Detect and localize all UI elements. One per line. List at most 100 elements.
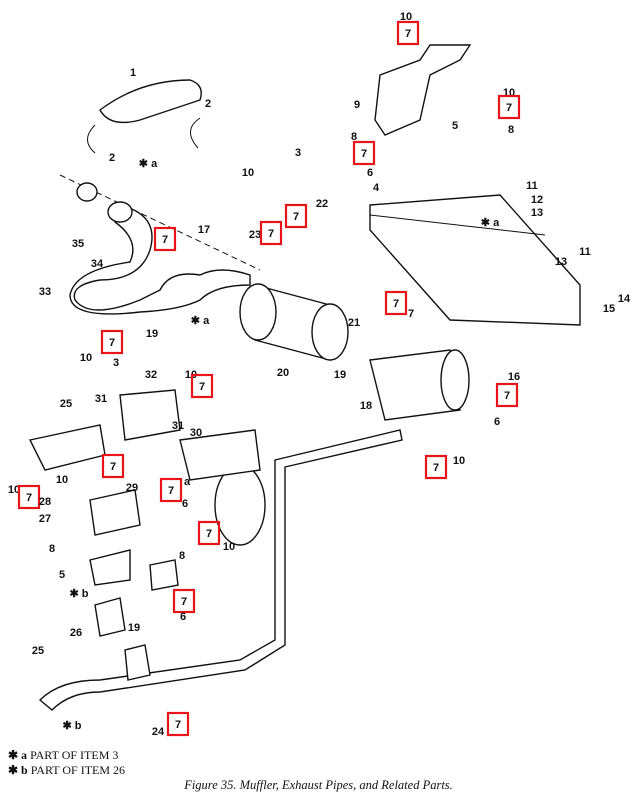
callout-number: 7 <box>199 381 205 393</box>
callout-number: ✱ a <box>191 315 210 327</box>
callout-number: ✱ a <box>481 217 500 229</box>
callout: 20 <box>277 367 289 379</box>
callout: 19 <box>146 328 158 340</box>
callout-number: 7 <box>293 211 299 223</box>
callout-number: 18 <box>360 400 372 412</box>
callout: 2 <box>109 152 115 164</box>
callout-number: 10 <box>56 474 68 486</box>
callout-number: 7 <box>206 528 212 540</box>
callout-number: 34 <box>91 258 104 270</box>
figure-caption: Figure 35. Muffler, Exhaust Pipes, and R… <box>184 778 453 792</box>
highlight-box <box>396 20 420 46</box>
highlighted-callout: 7 <box>424 454 448 480</box>
callout: 10 <box>453 455 465 467</box>
highlighted-callout: 7 <box>384 290 408 316</box>
callout: 10 <box>400 11 412 23</box>
callout-number: 8 <box>351 131 357 143</box>
highlight-box <box>284 203 308 229</box>
callout-number: 10 <box>453 455 465 467</box>
callout-number: 7 <box>110 461 116 473</box>
callout-number: 7 <box>268 228 274 240</box>
callout-number: 26 <box>70 627 82 639</box>
highlight-box <box>100 329 124 355</box>
callout-number: 7 <box>168 485 174 497</box>
callout: 29 <box>126 482 138 494</box>
callout: 17 <box>198 224 210 236</box>
callout: 18 <box>360 400 372 412</box>
callout-number: a <box>184 476 191 488</box>
callout-number: 19 <box>146 328 158 340</box>
callout-number: ✱ b <box>70 588 89 600</box>
callout-number: 33 <box>39 286 51 298</box>
callout-number: 7 <box>26 492 32 504</box>
callout-number: 25 <box>32 645 44 657</box>
callout: 35 <box>72 238 84 250</box>
callout: 2 <box>205 98 211 110</box>
callout: 14 <box>618 293 631 305</box>
callout: a <box>184 476 191 488</box>
highlight-box <box>101 453 125 479</box>
callout-number: 10 <box>242 167 254 179</box>
callout-number: 11 <box>526 180 538 192</box>
highlighted-callout: 7 <box>101 453 125 479</box>
callout: 21 <box>348 317 360 329</box>
callout: 22 <box>316 198 328 210</box>
highlighted-callout: 7 <box>153 226 177 252</box>
highlighted-callout: 7 <box>352 140 376 166</box>
callout-number: 25 <box>60 398 72 410</box>
callout-number: 19 <box>128 622 140 634</box>
callout: 12 <box>531 194 543 206</box>
callout-number: 7 <box>109 337 115 349</box>
callout: 25 <box>60 398 72 410</box>
callout: 31 <box>172 420 184 432</box>
callout-number: 32 <box>145 369 157 381</box>
highlight-box <box>259 220 283 246</box>
callout: 3 <box>295 147 301 159</box>
callout: 4 <box>373 182 380 194</box>
callout: 19 <box>334 369 346 381</box>
callout: 1 <box>130 67 136 79</box>
callout-number: 35 <box>72 238 84 250</box>
callout-number: 29 <box>126 482 138 494</box>
callout-number: 7 <box>162 234 168 246</box>
highlight-box <box>497 94 521 120</box>
bracket-4 <box>369 194 581 326</box>
callout: 16 <box>508 371 520 383</box>
highlighted-callout: 7 <box>284 203 308 229</box>
highlighted-callout: 7 <box>190 373 214 399</box>
callout-number: 12 <box>531 194 543 206</box>
callout: 6 <box>367 167 373 179</box>
callout-number: 14 <box>618 293 631 305</box>
highlighted-callout: 7 <box>495 382 519 408</box>
callout: 25 <box>32 645 44 657</box>
callout-number: 13 <box>555 256 567 268</box>
callout-number: 6 <box>182 498 188 510</box>
highlighted-callout: 7 <box>259 220 283 246</box>
callout-number: 7 <box>181 596 187 608</box>
callout-number: 23 <box>249 229 261 241</box>
callout-number: 10 <box>8 484 20 496</box>
callout: 8 <box>49 543 55 555</box>
callout-number: 7 <box>393 298 399 310</box>
callout-number: 7 <box>506 102 512 114</box>
callout: 24 <box>152 726 165 738</box>
inlet-pipe <box>59 174 261 315</box>
highlighted-callout: 7 <box>497 94 521 120</box>
highlight-box <box>384 290 408 316</box>
callout: 13 <box>555 256 567 268</box>
highlight-box <box>166 711 190 737</box>
mounting-bracket-9 <box>374 44 472 136</box>
callout: 32 <box>145 369 157 381</box>
highlight-box <box>159 477 183 503</box>
highlight-box <box>197 520 221 546</box>
callout-number: 10 <box>223 541 235 553</box>
callout-number: 17 <box>198 224 210 236</box>
callout: ✱ a <box>481 217 500 229</box>
callout: 10 <box>223 541 235 553</box>
highlighted-callout: 7 <box>197 520 221 546</box>
callout: 33 <box>39 286 51 298</box>
callout-number: 4 <box>373 182 380 194</box>
callout: 27 <box>39 513 51 525</box>
callout-number: 13 <box>531 207 543 219</box>
